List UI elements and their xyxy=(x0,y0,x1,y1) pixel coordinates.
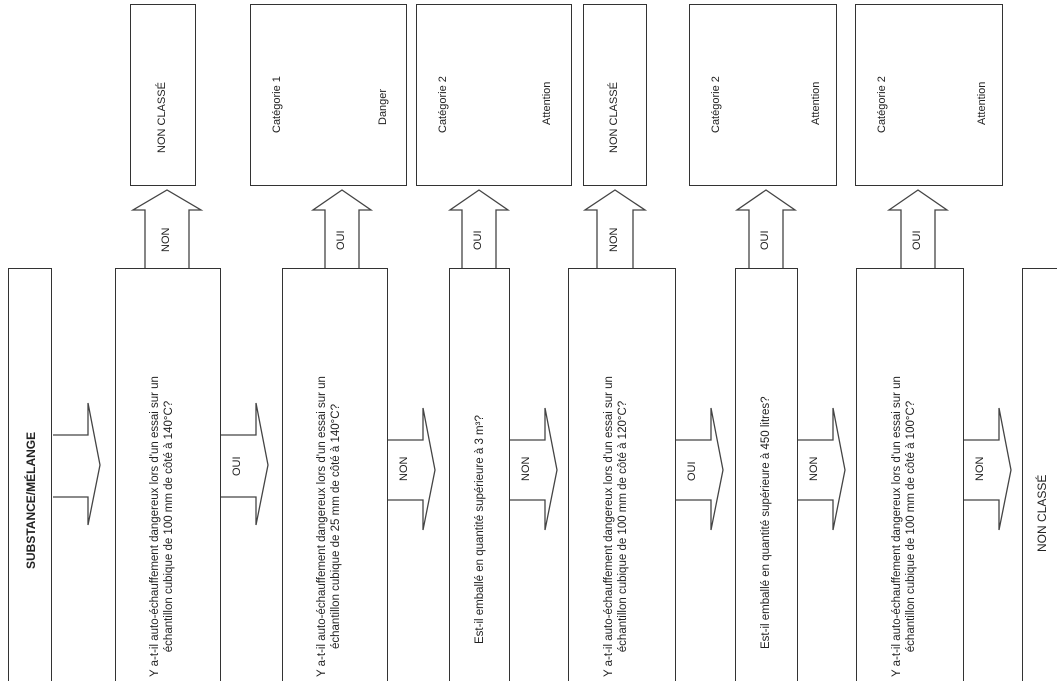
outcome-box-6: Catégorie 2 Attention xyxy=(855,4,1003,186)
start-box: SUBSTANCE/MÉLANGE xyxy=(8,268,52,681)
arrow-up-5 xyxy=(734,189,798,268)
outcome-category-4: NON CLASSÉ xyxy=(608,82,620,153)
question-text-6: Y a-t-il auto-échauffement dangereux lor… xyxy=(891,376,917,677)
outcome-category-6: Catégorie 2 xyxy=(876,76,888,133)
question-box-6: Y a-t-il auto-échauffement dangereux lor… xyxy=(856,268,964,681)
arrow-label-up5: OUI xyxy=(759,230,771,250)
question-box-2: Y a-t-il auto-échauffement dangereux lor… xyxy=(282,268,388,681)
arrow-up-3 xyxy=(447,189,511,268)
arrow-label-up4: NON xyxy=(608,227,620,252)
arrow-label-up1: NON xyxy=(160,227,172,252)
outcome-box-3: Catégorie 2 Attention xyxy=(416,4,572,186)
arrow-up-2 xyxy=(310,189,374,268)
arrow-label-up2: OUI xyxy=(335,230,347,250)
arrow-up-1 xyxy=(130,189,204,268)
arrow-label-up6: OUI xyxy=(911,230,923,250)
question-box-5: Est-il emballé en quantité supérieure à … xyxy=(735,268,798,681)
arrow-up-6 xyxy=(886,189,950,268)
question-text-2: Y a-t-il auto-échauffement dangereux lor… xyxy=(316,376,342,677)
question-text-1: Y a-t-il auto-échauffement dangereux lor… xyxy=(149,376,175,677)
arrow-up-4 xyxy=(582,189,648,268)
start-label: SUBSTANCE/MÉLANGE xyxy=(24,431,38,569)
final-label: NON CLASSÉ xyxy=(1035,474,1049,552)
outcome-box-5: Catégorie 2 Attention xyxy=(689,4,837,186)
final-box: NON CLASSÉ xyxy=(1022,268,1057,681)
outcome-category-2: Catégorie 1 xyxy=(271,76,283,133)
outcome-box-1: NON CLASSÉ xyxy=(130,4,196,186)
outcome-category-3: Catégorie 2 xyxy=(437,76,449,133)
arrow-label-up3: OUI xyxy=(472,230,484,250)
outcome-signal-3: Attention xyxy=(541,81,553,125)
arrow-label-h1: OUI xyxy=(231,456,243,476)
arrow-q3-to-q4 xyxy=(510,407,558,531)
question-text-3: Est-il emballé en quantité supérieure à … xyxy=(474,415,486,644)
arrow-q5-to-q6 xyxy=(798,407,846,531)
arrow-q1-to-q2 xyxy=(221,402,269,526)
question-box-4: Y a-t-il auto-échauffement dangereux lor… xyxy=(568,268,676,681)
arrow-q2-to-q3 xyxy=(388,407,436,531)
outcome-category-5: Catégorie 2 xyxy=(710,76,722,133)
arrow-start-to-q1 xyxy=(53,402,101,526)
arrow-q4-to-q5 xyxy=(676,407,724,531)
outcome-box-4: NON CLASSÉ xyxy=(583,4,647,186)
outcome-category-1: NON CLASSÉ xyxy=(156,82,168,153)
arrow-label-h3: NON xyxy=(520,456,532,481)
question-box-1: Y a-t-il auto-échauffement dangereux lor… xyxy=(115,268,221,681)
question-text-4: Y a-t-il auto-échauffement dangereux lor… xyxy=(603,376,629,677)
arrow-label-h6: NON xyxy=(974,456,986,481)
question-text-5: Est-il emballé en quantité supérieure à … xyxy=(760,396,772,649)
question-box-3: Est-il emballé en quantité supérieure à … xyxy=(449,268,510,681)
outcome-box-2: Catégorie 1 Danger xyxy=(250,4,407,186)
outcome-signal-2: Danger xyxy=(377,88,389,125)
arrow-label-h4: OUI xyxy=(686,461,698,481)
arrow-label-h2: NON xyxy=(398,456,410,481)
arrow-q6-to-final xyxy=(964,407,1012,531)
arrow-label-h5: NON xyxy=(808,456,820,481)
outcome-signal-6: Attention xyxy=(976,81,988,125)
outcome-signal-5: Attention xyxy=(810,81,822,125)
